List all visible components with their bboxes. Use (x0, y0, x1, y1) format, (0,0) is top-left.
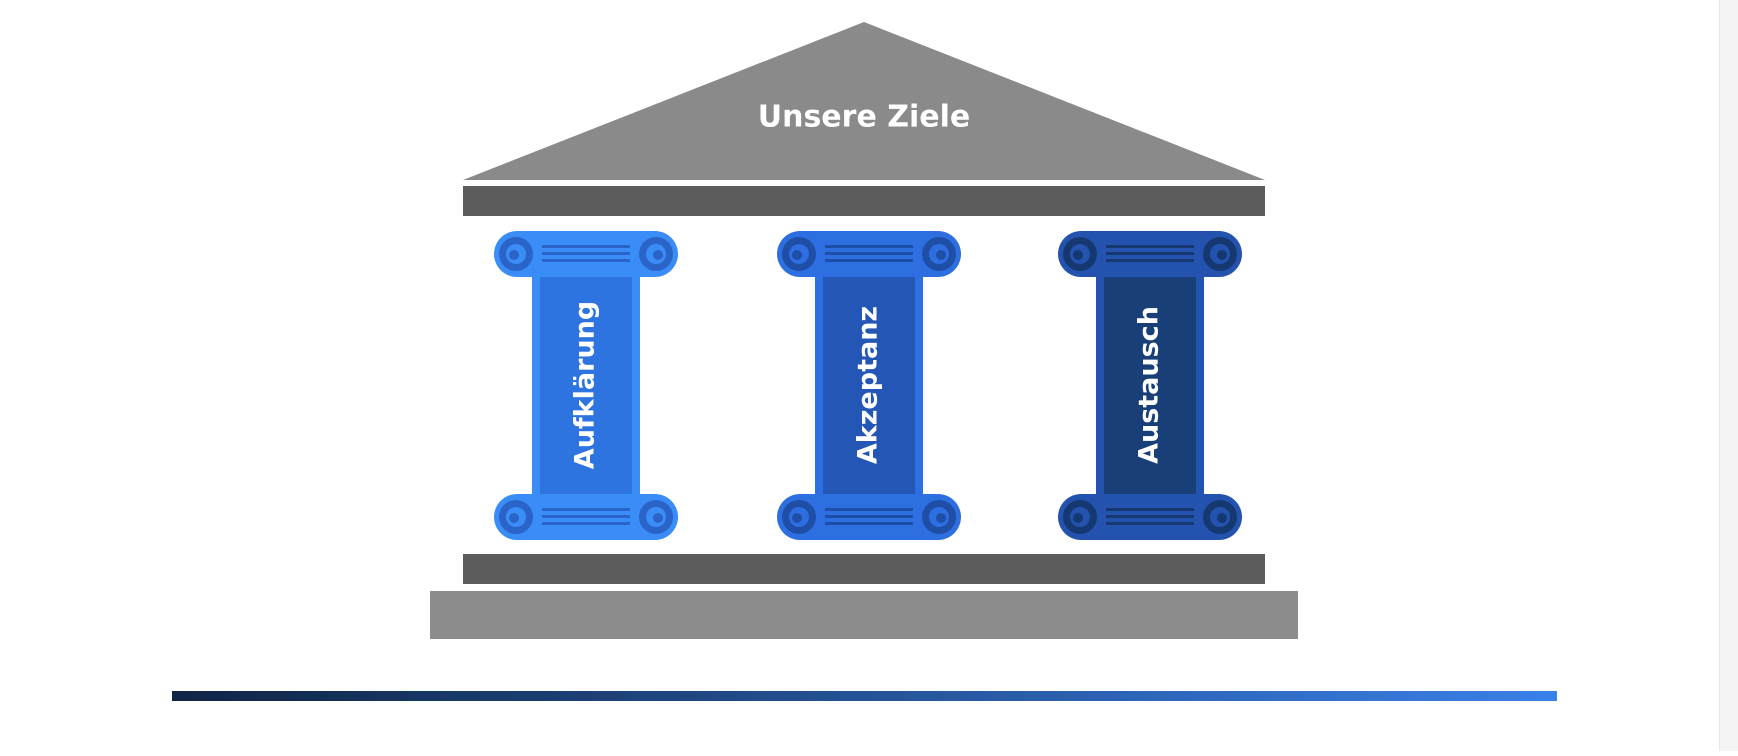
pillar-1-bottom-capital-groove (542, 515, 630, 518)
temple-roof (463, 22, 1265, 180)
gradient-divider-line (172, 691, 1557, 701)
pillar-2-top-capital-groove (825, 252, 913, 255)
pillar-3-label: Austausch (1134, 306, 1165, 464)
pillar-1-label: Aufklärung (570, 301, 601, 469)
pillar-2-bottom-capital-groove (825, 515, 913, 518)
pillar-1-bottom-capital-groove (542, 522, 630, 525)
pillar-1-top-capital-groove (542, 245, 630, 248)
pillar-1-bottom-capital (494, 494, 678, 540)
pillar-1-top-capital-groove (542, 259, 630, 262)
pillar-2-top-capital-left-volute-core (792, 250, 802, 260)
pillars-group: Aufklärung Akzeptanz Austausch (494, 231, 1242, 540)
pillar-1-top-capital-right-volute-core (653, 250, 663, 260)
bottom-beam (463, 554, 1265, 584)
pillar-2-bottom-capital-groove (825, 508, 913, 511)
pillar-3-top-capital-groove (1106, 259, 1194, 262)
pillar-2-top-capital (777, 231, 961, 277)
pillar-3: Austausch (1058, 231, 1242, 540)
pillar-2-bottom-capital-groove (825, 522, 913, 525)
pillar-2-top-capital-groove (825, 259, 913, 262)
pillar-1-shaft (540, 258, 632, 510)
pillar-3-top-capital-left-volute-core (1073, 250, 1083, 260)
pillar-3-shaft (1104, 258, 1196, 510)
pillar-2-top-capital-groove (825, 245, 913, 248)
pillar-1-bottom-capital-right-volute-core (653, 513, 663, 523)
pillar-1-top-capital-groove (542, 252, 630, 255)
temple-title: Unsere Ziele (758, 100, 971, 135)
temple-base (430, 591, 1298, 639)
pillar-3-bottom-capital-groove (1106, 508, 1194, 511)
pillar-3-bottom-capital-left-volute-core (1073, 513, 1083, 523)
pillar-2-bottom-capital-right-volute-core (936, 513, 946, 523)
pillar-2-bottom-capital (777, 494, 961, 540)
pillar-2-bottom-capital-left-volute-core (792, 513, 802, 523)
top-beam (463, 186, 1265, 216)
pillar-3-top-capital (1058, 231, 1242, 277)
pillar-3-top-capital-groove (1106, 252, 1194, 255)
pillar-1-bottom-capital-groove (542, 508, 630, 511)
pillar-3-top-capital-right-volute-core (1217, 250, 1227, 260)
right-edge-strip (1719, 0, 1738, 751)
pillar-3-top-capital-groove (1106, 245, 1194, 248)
pillar-2-label: Akzeptanz (853, 306, 884, 464)
pillar-1: Aufklärung (494, 231, 678, 540)
pillar-2-shaft (823, 258, 915, 510)
pillar-2-top-capital-right-volute-core (936, 250, 946, 260)
pillar-1-top-capital-left-volute-core (509, 250, 519, 260)
pillar-3-bottom-capital-groove (1106, 515, 1194, 518)
pillar-1-top-capital (494, 231, 678, 277)
pillar-2: Akzeptanz (777, 231, 961, 540)
pillar-3-bottom-capital-groove (1106, 522, 1194, 525)
pillar-3-bottom-capital (1058, 494, 1242, 540)
pillar-3-bottom-capital-right-volute-core (1217, 513, 1227, 523)
pillar-1-bottom-capital-left-volute-core (509, 513, 519, 523)
